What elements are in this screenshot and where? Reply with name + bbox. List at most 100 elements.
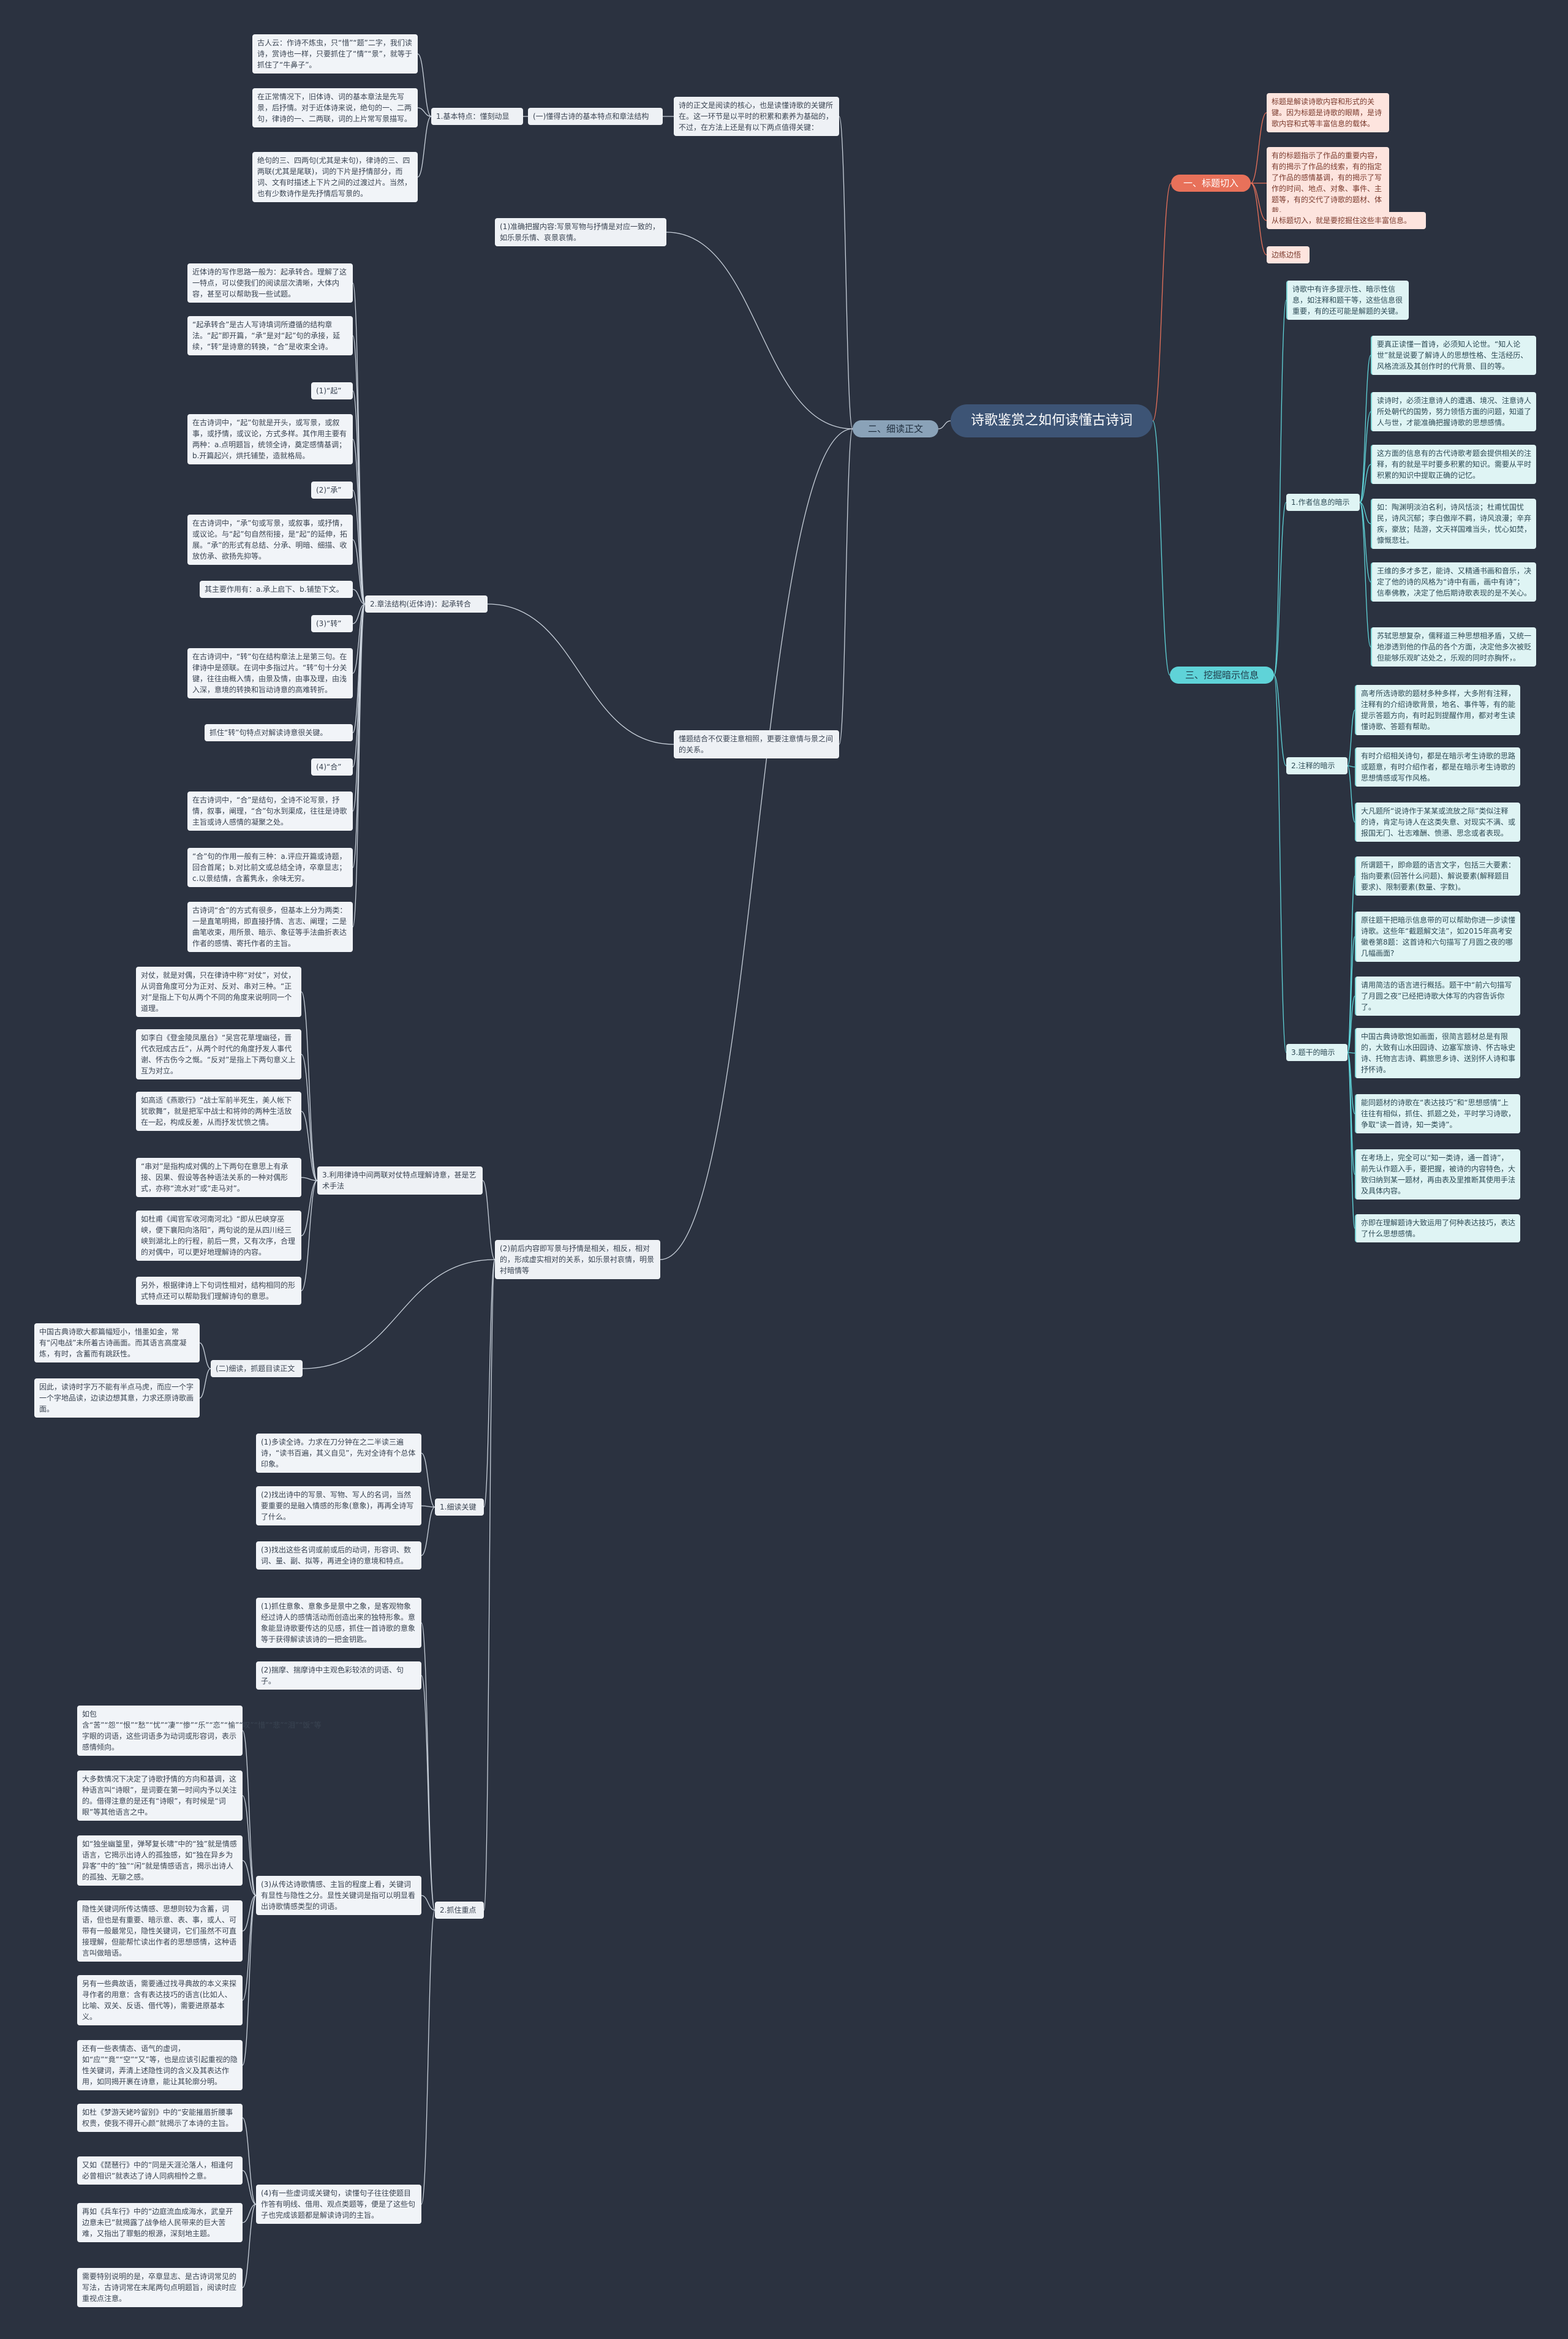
structure-leaf-3: (1)“起” [311, 382, 353, 399]
connector [417, 107, 432, 117]
basic-desc: 诗的正文是阅读的核心，也是读懂诗歌的关键所在。这一环节是以平时的积累和素养为基础… [674, 97, 839, 136]
connector [1347, 1052, 1355, 1229]
author-leaf-4: 如：陶渊明淡泊名利，诗风恬淡；杜甫忧国忧民，诗风沉郁；李白傲岸不羁，诗风浪漫；辛… [1371, 499, 1536, 549]
sub1-label[interactable]: (1)准确把握内容:写景写物与抒情是对应一致的，如乐景乐情、哀景哀情。 [495, 218, 666, 246]
connector [421, 1505, 435, 1508]
connector [1347, 709, 1355, 766]
connector [417, 53, 432, 117]
connector [352, 603, 366, 928]
structure-leaf-10: 抓住“转”句特点对解读诗意很关键。 [205, 724, 353, 741]
connector [242, 1795, 257, 1896]
structure-label[interactable]: 2.章法结构(近体诗)：起承转合 [365, 595, 488, 613]
basic-label[interactable]: (一)懂得古诗的基本特点和章法结构 [528, 108, 663, 125]
structure-leaf-8: (3)“转” [311, 615, 353, 632]
connector [938, 420, 951, 429]
connector [1250, 183, 1267, 255]
parallel-leaf-6: 另外，根据律诗上下句词性相对，结构相同的形式特点还可以帮助我们理解诗句的意思。 [136, 1277, 301, 1305]
connector [301, 1054, 318, 1181]
connector [1347, 996, 1355, 1053]
structure-leaf-13: “合”句的作用一般有三种：a.评应开篇或诗题，回合首尾；b.对比前文或总结全诗，… [187, 848, 353, 887]
connector [839, 116, 853, 429]
connector [242, 2117, 257, 2205]
connector [352, 589, 366, 605]
connector [1359, 502, 1371, 648]
read-words-label[interactable]: 1.细读关键 [435, 1498, 484, 1516]
parallel-label[interactable]: 3.利用律诗中间两联对仗特点理解诗意，甚是艺术手法 [317, 1166, 483, 1195]
connector [1250, 112, 1267, 184]
parallel-leaf-1: 对仗，就是对偶，只在律诗中称“对仗”，对仗，从词音角度可分为正对、反对、串对三种… [136, 967, 301, 1017]
feature-label[interactable]: 1.基本特点：懂刻动显 [431, 108, 523, 125]
connector [1152, 420, 1170, 676]
notes-leaf-2: 有时介绍相关诗句，都是在暗示考生诗歌的思路或题意，有时介绍作者，都是在暗示考生诗… [1355, 747, 1520, 787]
hint-stem-label[interactable]: 3.题干的暗示 [1286, 1044, 1348, 1061]
grasp-last-leaf-2: 又如《琵琶行》中的“同是天涯沦落人，相逢何必曾相识”就表达了诗人同病相怜之意。 [77, 2156, 243, 2185]
connector [483, 1259, 496, 1911]
connector [352, 335, 366, 605]
grasp-last-label[interactable]: (4)有一些虚词或关键句，读懂句子往往使题目作答有明线、借用、观点类题等，便是了… [256, 2185, 421, 2224]
root-node[interactable]: 诗歌鉴赏之如何读懂古诗词 [951, 404, 1153, 437]
connector [421, 1675, 435, 1911]
read-words-leaf-3: (3)找出这些名词或前或后的动词，形容词、数词、量、副、拟等，再进全诗的意境和特… [256, 1541, 421, 1570]
author-leaf-3: 这方面的信息有的古代诗歌考题会提供相关的注释，有的就是平时要多积累的知识。需要从… [1371, 445, 1536, 484]
title-leaf-4: 边练边悟 [1267, 246, 1310, 263]
connector [352, 603, 366, 868]
structure-leaf-6: 在古诗词中，“承”句或写景，或叙事，或抒情，或议论。与“起”句自然衔接，是“起”… [187, 515, 353, 565]
connector [421, 1453, 435, 1508]
careful-label[interactable]: (二)细读，抓题目读正文 [211, 1360, 303, 1377]
connector [1359, 502, 1371, 583]
connector [421, 1895, 435, 1911]
structure-leaf-1: 近体诗的写作思路一般为：起承转合。理解了这一特点，可以使我们的阅读层次清晰，大体… [187, 263, 353, 303]
connector [482, 1180, 496, 1260]
grasp-leaf-2: (2)揣摩、揣摩诗中主观色彩较浓的词语、句子。 [256, 1661, 421, 1690]
connector [301, 1111, 318, 1181]
parallel-leaf-2: 如李白《登金陵凤凰台》“吴宫花草埋幽径，晋代衣冠成古丘”，从两个时代的角度抒发人… [136, 1029, 301, 1079]
connector [1347, 765, 1355, 768]
connector [1347, 936, 1355, 1053]
connector [1359, 502, 1371, 524]
connector [1359, 411, 1371, 503]
parallel-leaf-5: 如杜甫《闻官军收河南河北》“即从巴峡穿巫峡，便下襄阳向洛阳”，两句说的是从四川经… [136, 1211, 301, 1261]
hint-author-label[interactable]: 1.作者信息的暗示 [1286, 494, 1360, 511]
careful-leaf-1: 中国古典诗歌大都篇幅短小，惜墨如金，常有“闪电战”未所着古诗画面。而其语言高度凝… [34, 1323, 200, 1362]
structure-leaf-11: (4)“合” [311, 758, 353, 776]
feature-leaf-2: 在正常情况下，旧体诗、词的基本章法是先写景，后抒情。对于近体诗来说，绝句的一、二… [252, 88, 418, 127]
connector [1273, 300, 1287, 676]
connector [302, 1259, 496, 1369]
connector [301, 991, 318, 1181]
grasp-label[interactable]: 2.抓住重点 [435, 1902, 484, 1919]
grasp-leaf-3: (3)从传达诗歌情感、主旨的程度上看，关键词有显性与隐性之分。显性关键词是指可以… [256, 1876, 421, 1915]
hint-notes-label[interactable]: 2.注释的暗示 [1286, 757, 1348, 774]
stem-leaf-2: 原往题干把暗示信息带的可以帮助你进一步读懂诗歌。这些年“截题解文法”，如2015… [1355, 912, 1520, 962]
connector [352, 539, 366, 605]
stem-leaf-3: 请用简洁的语言进行概括。题干中“前六句描写了月圆之夜”已经把诗歌大体写的内容告诉… [1355, 977, 1520, 1016]
branch-title-entry[interactable]: 一、标题切入 [1171, 175, 1251, 192]
branch-hint-info[interactable]: 三、挖掘暗示信息 [1170, 667, 1274, 684]
connector [1347, 1052, 1355, 1054]
parallel-leaf-4: “串对”是指构成对偶的上下两句在意思上有承接、因果、假设等各种语法关系的一种对偶… [136, 1158, 301, 1197]
branch-read-carefully[interactable]: 二、细读正文 [853, 420, 938, 437]
connector [242, 1895, 257, 1932]
connector [1250, 183, 1267, 221]
sub2-label[interactable]: (2)前后内容即写景与抒情是相关，相反，相对的，形成虚实相对的关系，如乐景衬哀情… [495, 1240, 660, 1279]
explicit-leaf-6: 还有一些表情态、语气的虚词，如“应”“竟”“空”“又”等，也是应该引起重视的隐性… [77, 2040, 243, 2090]
grasp-last-leaf-4: 需要特别说明的是，卒章显志、是古诗词常见的写法，古诗词常在末尾两句点明题旨，阅读… [77, 2268, 243, 2307]
structure-leaf-7: 其主要作用有：a.承上启下、b.铺垫下文。 [200, 581, 353, 598]
connector [417, 116, 432, 178]
structure-leaf-4: 在古诗词中，“起”句就是开头，或写景，或叙事，或抒情，或议论，方式多样。其作用主… [187, 414, 353, 464]
connect-note: 懂题结合不仅要注意相照，更要注意情与景之间的关系。 [674, 730, 839, 758]
connector [1273, 502, 1287, 676]
connector [1359, 355, 1371, 503]
title-leaf-1: 标题是解读诗歌内容和形式的关键。因为标题是诗歌的眼睛，是诗歌内容和式等丰富信息的… [1267, 93, 1389, 132]
author-leaf-2: 读诗时，必须注意诗人的遭遇、境况、注意诗人所处朝代的国势，努力领悟方面的问题，知… [1371, 392, 1536, 431]
connector [242, 1860, 257, 1896]
stem-leaf-5: 能同题材的诗歌在“表达技巧”和“思想感情”上往往有相似，抓住、抓题之处，平时学习… [1355, 1094, 1520, 1133]
author-leaf-1: 要真正读懂一首诗，必须知人论世。“知人论世”就是说要了解诗人的思想性格、生活经历… [1371, 336, 1536, 375]
connector [1359, 464, 1371, 503]
grasp-leaf-1: (1)抓住意象、意象多是景中之象，是客观物象经过诗人的感情活动而创造出来的独特形… [256, 1598, 421, 1648]
connector [242, 2204, 257, 2223]
connector [487, 603, 674, 745]
connector [199, 1368, 211, 1399]
connector [483, 1259, 496, 1508]
connector [421, 1622, 435, 1911]
notes-leaf-1: 高考所选诗歌的题材多种多样，大多附有注释，注释有的介绍诗歌背景，地名、事件等，有… [1355, 685, 1520, 735]
